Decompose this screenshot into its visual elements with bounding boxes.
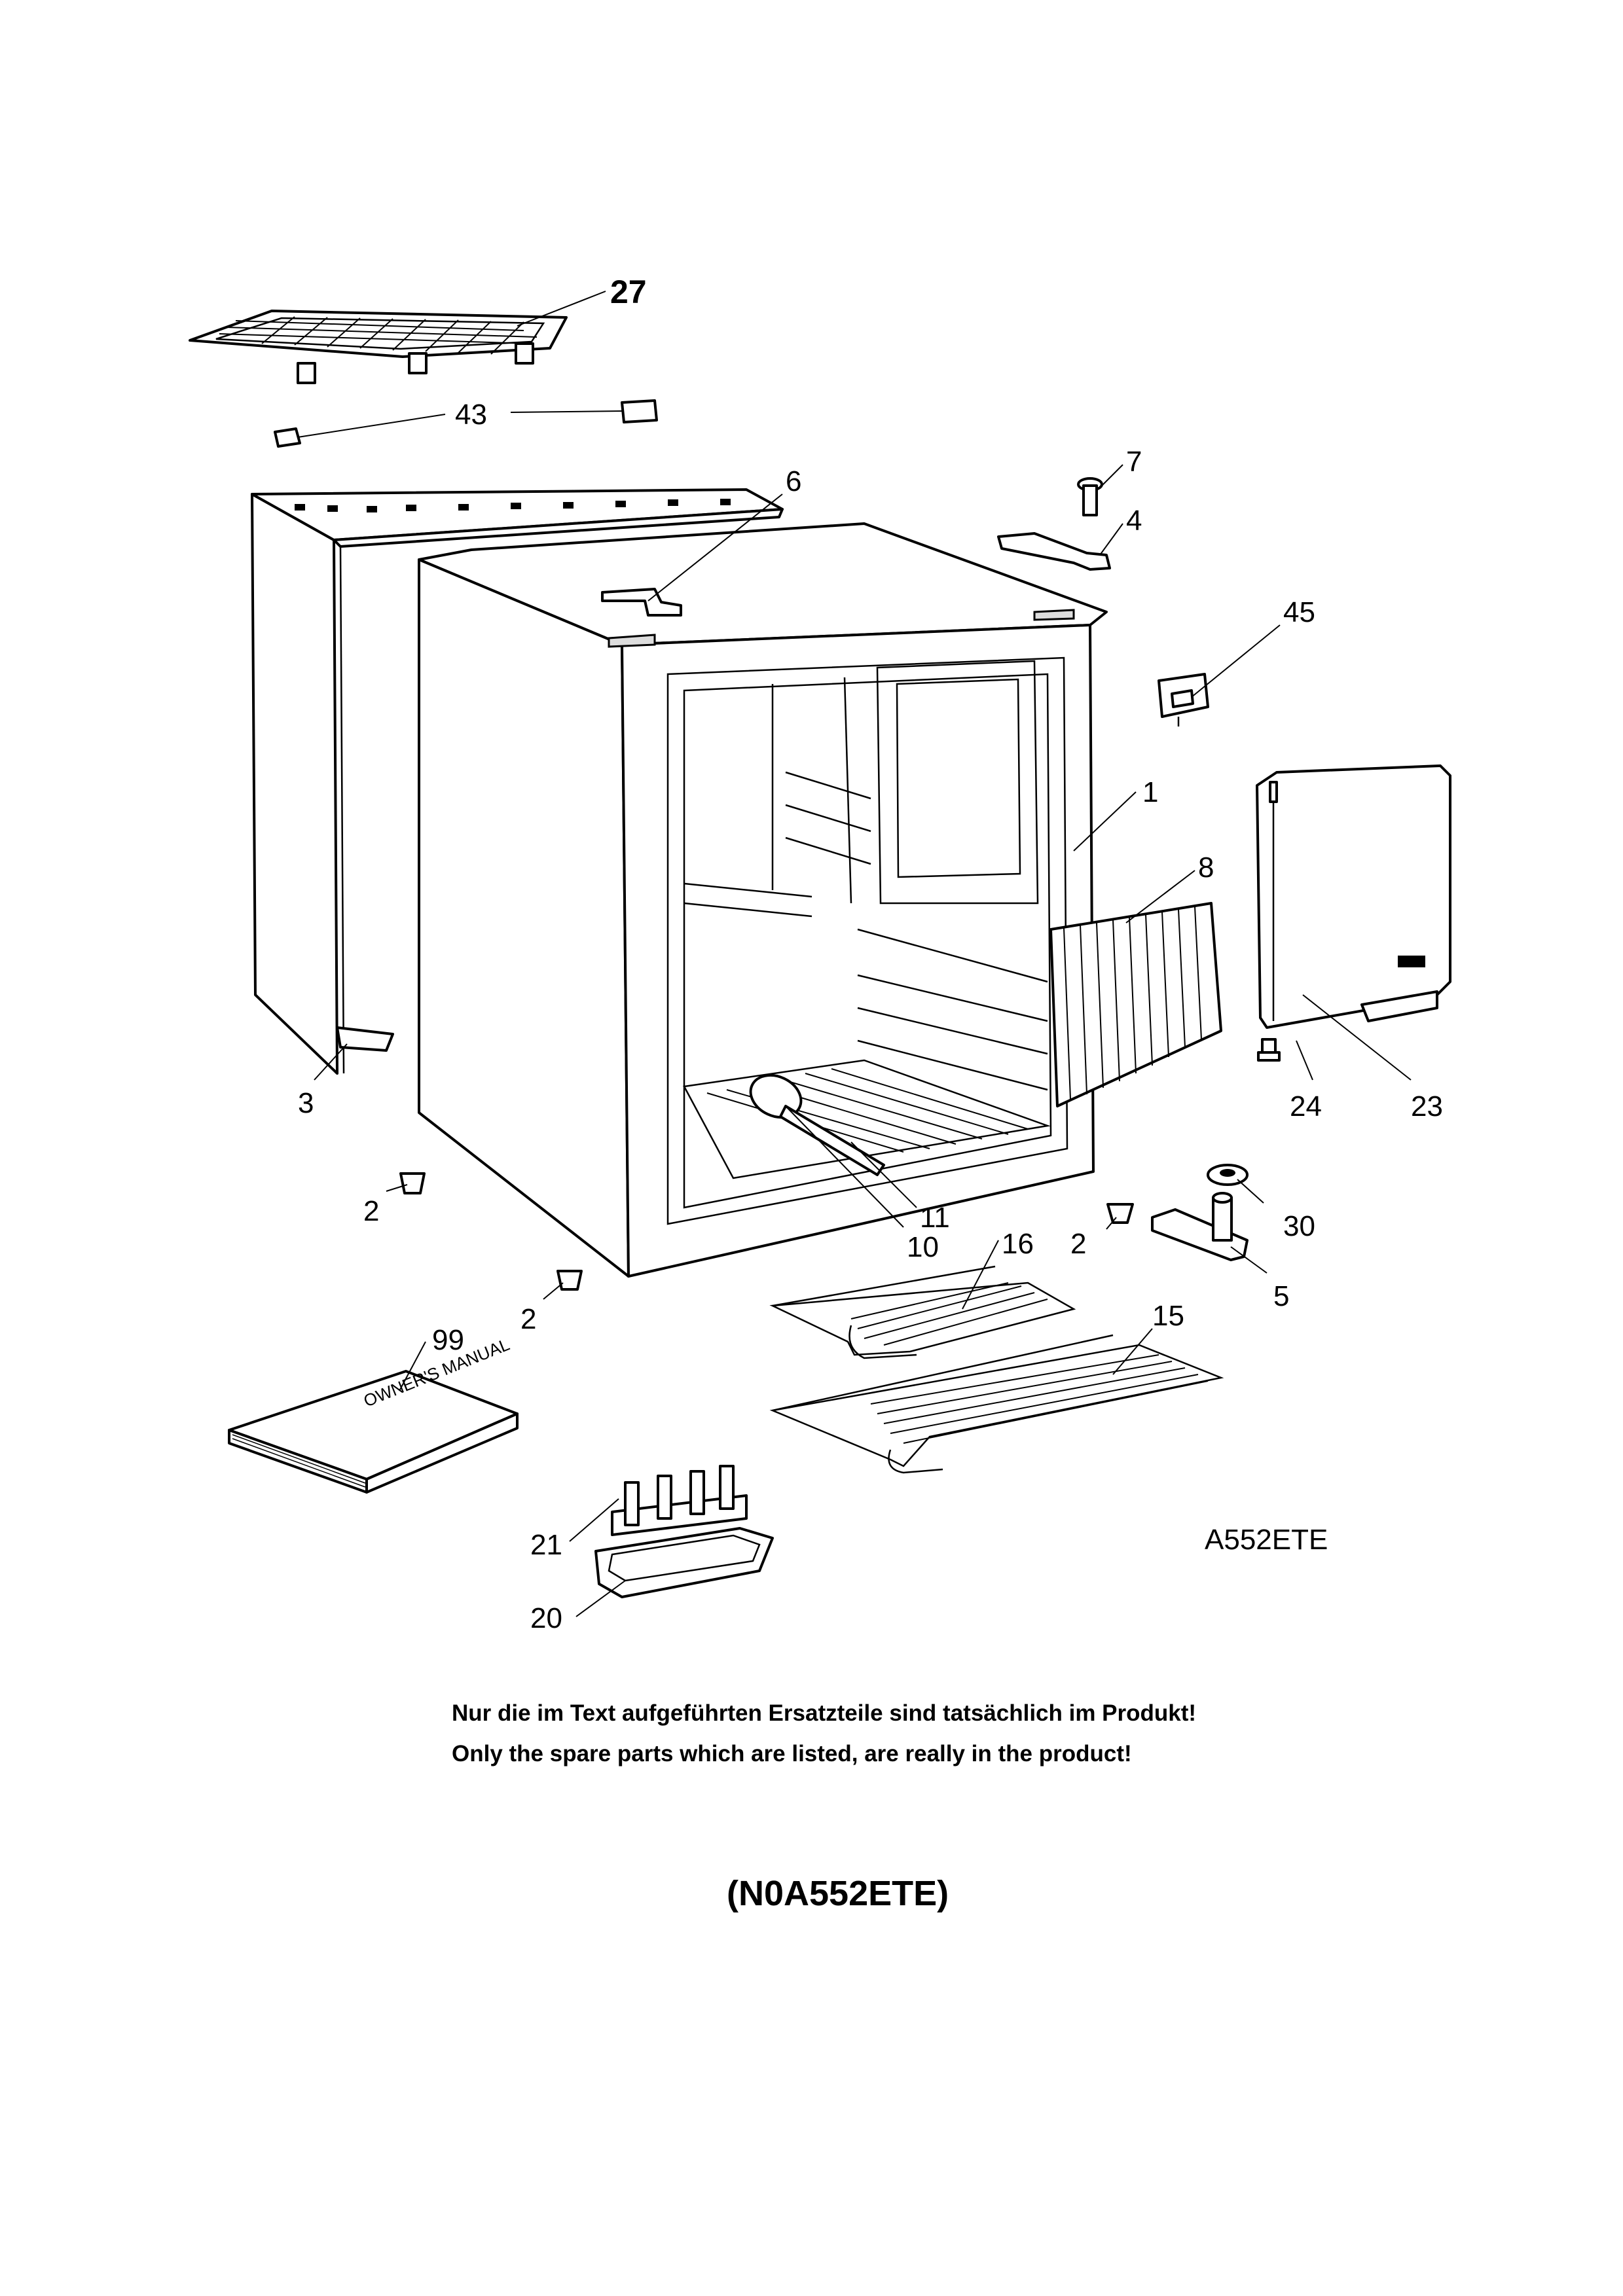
callout-10: 10 (907, 1231, 939, 1263)
callout-2-front: 2 (520, 1303, 536, 1335)
callout-20: 20 (530, 1602, 562, 1634)
callout-1: 1 (1142, 776, 1158, 808)
callout-23: 23 (1411, 1090, 1443, 1122)
part-10-11-scraper (749, 1073, 885, 1176)
part-15-large-shelf (769, 1334, 1224, 1474)
part-27-top-grille (189, 310, 568, 384)
drawing-code: A552ETE (1205, 1524, 1328, 1556)
callout-16: 16 (1002, 1228, 1034, 1260)
callout-7: 7 (1126, 446, 1142, 478)
callout-15: 15 (1152, 1300, 1184, 1332)
callout-2-left: 2 (363, 1195, 379, 1227)
callout-27: 27 (610, 274, 647, 310)
part-24-pin (1257, 1038, 1281, 1062)
callout-21: 21 (530, 1529, 562, 1561)
part-3-outer-casing (251, 488, 784, 1075)
notice-german: Nur die im Text aufgeführten Ersatzteile… (452, 1700, 1197, 1726)
callout-3: 3 (298, 1087, 314, 1119)
part-23-door (1256, 764, 1451, 1029)
callout-11: 11 (920, 1202, 950, 1234)
callout-labels: 27 43 6 7 4 45 1 8 3 24 23 2 30 11 10 16… (298, 274, 1443, 1634)
part-43-clips (274, 399, 658, 448)
part-2-feet (399, 1172, 1134, 1291)
model-code: (N0A552ETE) (727, 1874, 949, 1913)
part-1-cabinet (418, 522, 1108, 1278)
part-4-hinge-arm (997, 532, 1111, 571)
callout-99: 99 (432, 1324, 464, 1356)
callout-6: 6 (786, 465, 801, 497)
callout-24: 24 (1290, 1090, 1322, 1122)
part-99-manual: OWNER'S MANUAL (228, 1335, 519, 1494)
notice-english: Only the spare parts which are listed, a… (452, 1741, 1132, 1767)
part-5-bottom-hinge (1151, 1192, 1249, 1261)
part-45-bracket (1158, 673, 1209, 726)
callout-43: 43 (455, 399, 487, 431)
callout-2-right: 2 (1070, 1228, 1086, 1260)
callout-4: 4 (1126, 505, 1142, 537)
part-8-evaporator-fins (1049, 902, 1222, 1107)
leader-lines (297, 291, 1412, 1617)
part-16-small-shelf (769, 1265, 1076, 1359)
callout-5: 5 (1273, 1280, 1289, 1312)
callout-45: 45 (1283, 596, 1315, 628)
callout-8: 8 (1198, 852, 1214, 884)
part-20-tray (594, 1527, 774, 1598)
part-7-screw (1077, 477, 1103, 516)
part-21-divider (611, 1465, 748, 1536)
callout-30: 30 (1283, 1210, 1315, 1242)
part-30-washer (1207, 1164, 1249, 1186)
